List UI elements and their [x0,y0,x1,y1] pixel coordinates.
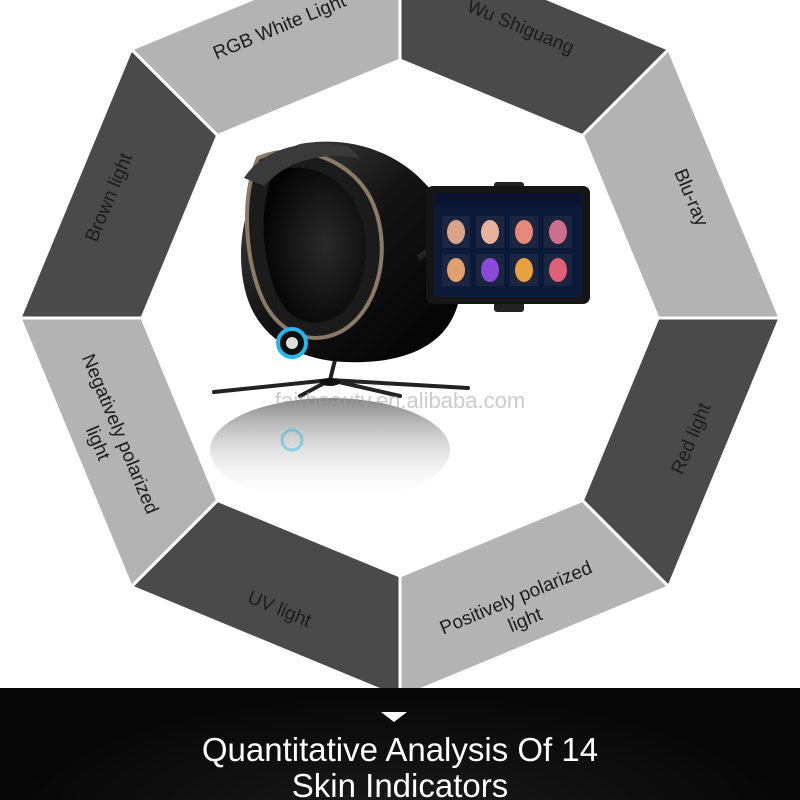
device-reflection [210,398,450,502]
tablet [426,182,590,312]
face-thumbnail [481,258,499,282]
face-thumbnail [481,220,499,244]
title-banner: Quantitative Analysis Of 14 Skin Indicat… [0,688,800,800]
segment-brown-light [17,46,220,320]
octagon-ring [17,0,783,701]
banner-title: Quantitative Analysis Of 14 Skin Indicat… [0,732,800,800]
device-hood [244,143,360,186]
banner-title-line-2: Skin Indicators [291,767,509,800]
face-thumbnail [447,258,465,282]
face-thumbnail [549,258,567,282]
face-thumbnail [447,220,465,244]
face-thumbnail [515,258,533,282]
skin-analyzer-device [210,141,590,502]
banner-title-line-1: Quantitative Analysis Of 14 [201,731,599,768]
down-arrow-icon [381,712,407,722]
face-thumbnail [515,220,533,244]
watermark-text: fairbeauty.en.alibaba.com [275,388,525,413]
tablet-thumbnails [442,216,572,286]
reflection-ring [280,428,304,452]
face-thumbnail [549,220,567,244]
